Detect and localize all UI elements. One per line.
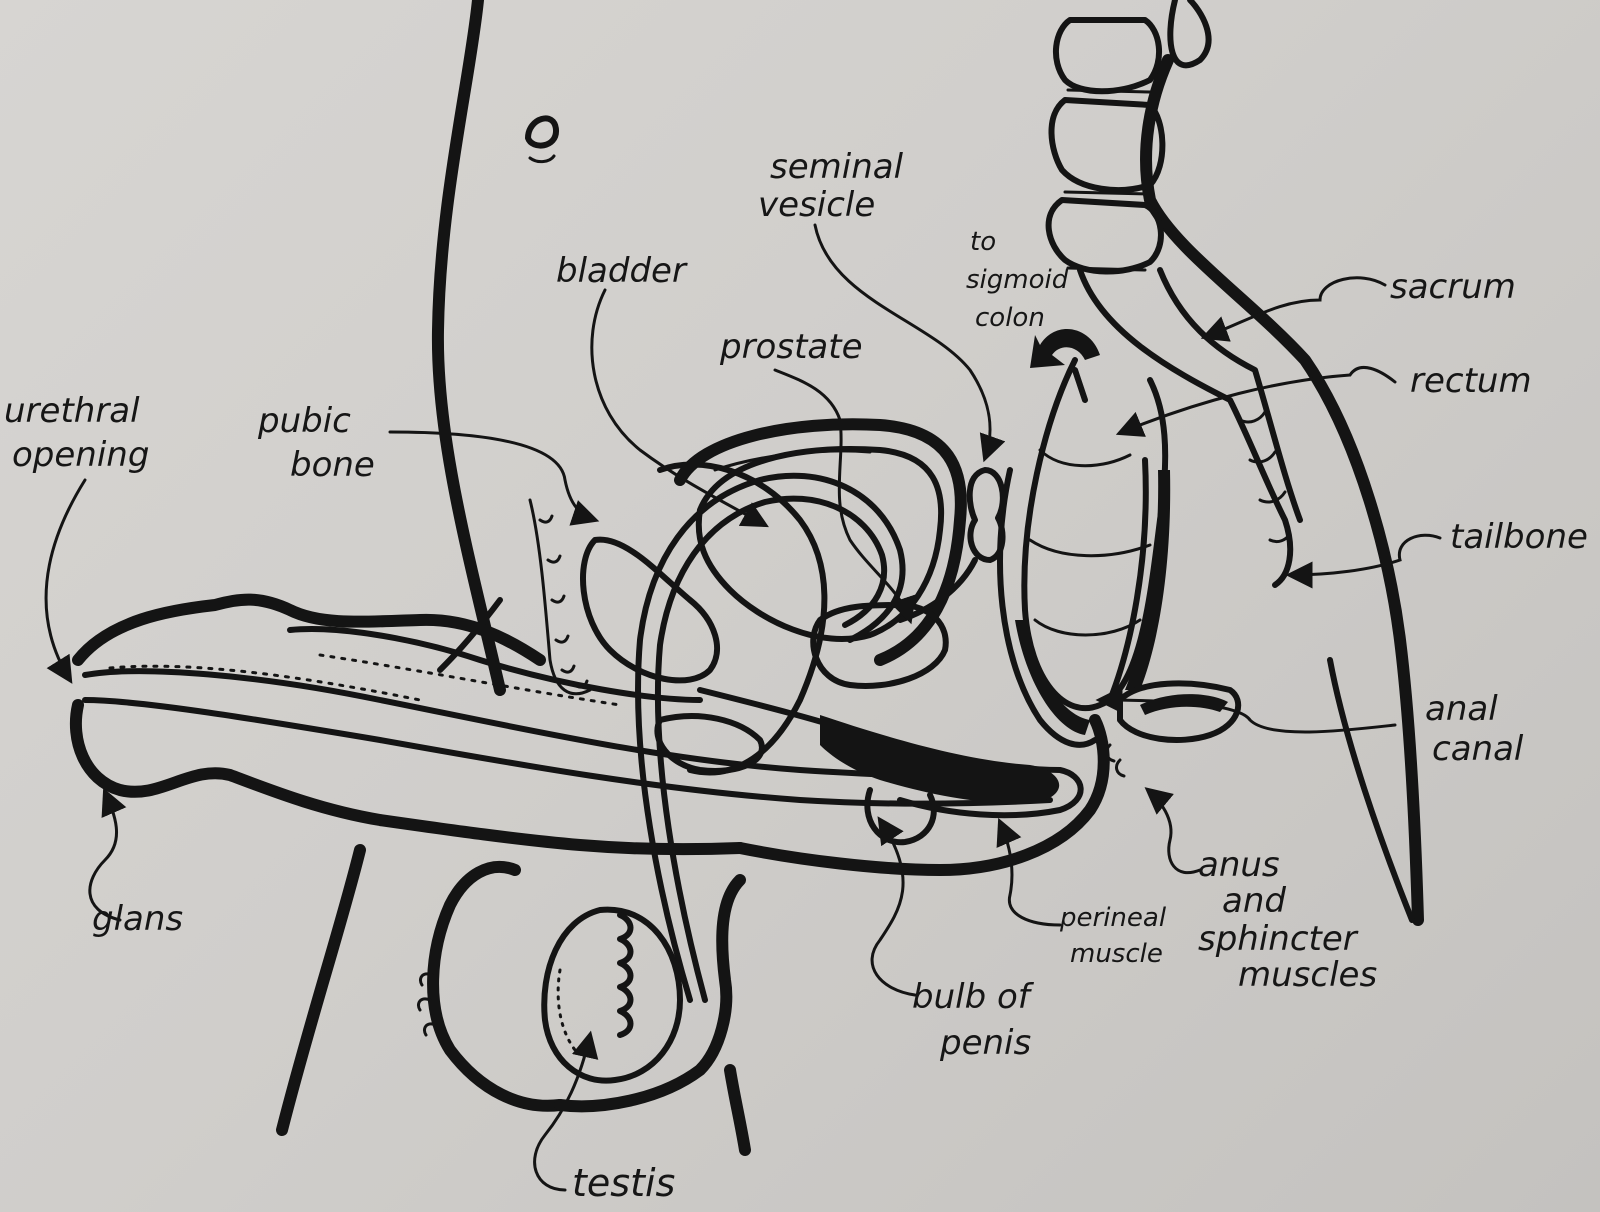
label-anus-and-sphincter: anus and sphincter muscles: [1198, 845, 1377, 995]
label-glans: glans: [92, 899, 183, 939]
label-rectum: rectum: [1410, 361, 1532, 401]
anus-line-3: sphincter: [1198, 919, 1359, 959]
back-and-buttock-outline: [1140, 54, 1424, 926]
penis: [69, 593, 1053, 856]
bladder: [674, 418, 967, 666]
to-sigmoid-colon-line-3: colon: [975, 303, 1045, 333]
anus-line-4: muscles: [1238, 955, 1377, 995]
cavernous-body: [654, 713, 765, 774]
label-bladder: bladder: [556, 251, 688, 291]
to-sigmoid-colon-line-2: sigmoid: [966, 265, 1069, 295]
to-sigmoid-colon-line-1: to: [970, 227, 996, 257]
seminal-vesicle-line-2: vesicle: [758, 185, 875, 225]
label-prostate: prostate: [719, 327, 863, 367]
sigmoid-colon-arrow: [1030, 328, 1100, 403]
urethral-opening-line-2: opening: [12, 435, 149, 475]
label-tailbone: tailbone: [1450, 517, 1588, 557]
label-testis: testis: [572, 1161, 675, 1205]
scrotum: [416, 860, 746, 1113]
anal-canal-line-2: canal: [1432, 729, 1524, 769]
label-pubic-bone: pubic bone: [257, 401, 375, 485]
seminal-vesicle-line-1: seminal: [770, 147, 904, 187]
front-body-wall: [431, 0, 506, 696]
sacrum-vertebrae: [1045, 0, 1303, 588]
anus-line-2: and: [1222, 881, 1286, 921]
anal-canal-line-1: anal: [1425, 689, 1498, 729]
perineal-muscle-line-1: perineal: [1059, 903, 1167, 933]
label-bulb-of-penis: bulb of penis: [912, 977, 1035, 1063]
label-sacrum: sacrum: [1390, 267, 1516, 307]
label-anal-canal: anal canal: [1425, 689, 1524, 769]
navel-icon: [525, 115, 559, 164]
bulb-of-penis-line-1: bulb of: [912, 977, 1035, 1017]
label-urethral-opening: urethral opening: [4, 391, 149, 475]
leader-lines: [44, 223, 1442, 1192]
perineal-muscle-line-2: muscle: [1070, 939, 1163, 969]
pubic-bone-line-2: bone: [290, 445, 375, 485]
urethra-and-bulb: [697, 687, 1110, 876]
anal-canal: [1105, 680, 1242, 778]
pubic-bone: [580, 536, 721, 684]
urethral-opening-line-1: urethral: [4, 391, 140, 431]
testis: [541, 906, 683, 1084]
label-seminal-vesicle: seminal vesicle: [758, 147, 904, 225]
anus-line-1: anus: [1198, 845, 1280, 885]
pubic-hair: [528, 498, 592, 696]
label-perineal-muscle: perineal muscle: [1059, 903, 1167, 969]
label-to-sigmoid-colon: to sigmoid colon: [966, 227, 1069, 333]
thigh-outline: [276, 844, 751, 1156]
bulb-of-penis-line-2: penis: [939, 1023, 1031, 1063]
pubic-bone-line-1: pubic: [257, 401, 351, 441]
prostate: [810, 602, 949, 689]
